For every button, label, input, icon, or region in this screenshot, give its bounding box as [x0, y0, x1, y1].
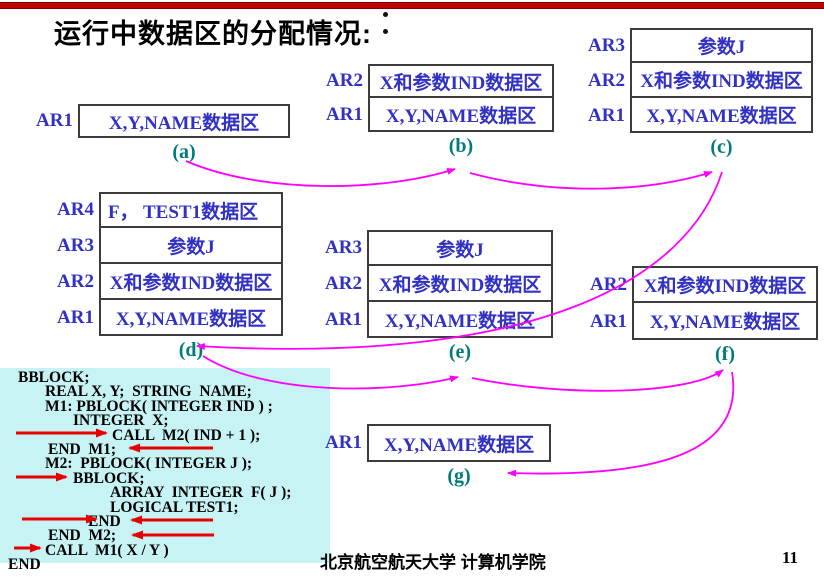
ar-label-ar1: AR1: [325, 432, 362, 453]
flow-arrow-a-to-b: [185, 160, 456, 187]
code-line-14: END: [8, 556, 41, 574]
code-line-8: BBLOCK;: [73, 469, 145, 487]
diagram-label-g: (g): [447, 465, 471, 487]
code-line-4: INTEGER X;: [73, 412, 169, 430]
ar-label-ar4: AR4: [57, 199, 94, 220]
data-area-cell: 参数J: [367, 230, 553, 266]
data-area-cell: X和参数IND数据区: [99, 262, 283, 300]
page-title: 运行中数据区的分配情况:: [54, 19, 372, 49]
ar-label-ar1: AR1: [590, 310, 627, 332]
page-number: 11: [782, 548, 799, 567]
data-area-cell: X和参数IND数据区: [367, 264, 553, 302]
code-line-10: LOGICAL TEST1;: [110, 498, 239, 516]
ar-label-ar1: AR1: [588, 104, 625, 126]
data-area-cell: X,Y,NAME数据区: [367, 300, 553, 338]
bullet-dot: [383, 29, 388, 34]
diagram-label-a: (a): [172, 141, 196, 163]
ar-label-ar2: AR2: [590, 273, 627, 295]
ar-label-ar2: AR2: [588, 69, 625, 91]
ar-label-ar1: AR1: [326, 104, 363, 125]
data-area-cell: X,Y,NAME数据区: [99, 298, 283, 336]
data-area-cell: X和参数IND数据区: [630, 61, 813, 98]
data-area-cell: 参数J: [630, 28, 813, 63]
ar-label-ar2: AR2: [326, 70, 363, 91]
code-line-7: M2: PBLOCK( INTEGER J );: [45, 455, 253, 473]
diagram-label-c: (c): [710, 136, 733, 158]
ar-label-ar3: AR3: [57, 235, 94, 256]
diagram-label-d: (d): [178, 339, 204, 361]
data-area-cell: 参数J: [99, 226, 283, 264]
data-area-cell: X,Y,NAME数据区: [78, 104, 290, 138]
data-area-cell: X和参数IND数据区: [632, 266, 818, 303]
diagram-label-e: (e): [448, 341, 472, 363]
bullet-dot: [383, 12, 388, 17]
data-area-cell: F， TEST1数据区: [99, 192, 283, 228]
data-area-cell: X和参数IND数据区: [368, 64, 554, 98]
code-line-9: ARRAY INTEGER F( J );: [110, 484, 292, 502]
ar-label-ar1: AR1: [57, 307, 94, 328]
code-line-5: CALL M2( IND + 1 );: [112, 426, 261, 444]
diagram-label-f: (f): [715, 343, 735, 365]
code-line-13: CALL M1( X / Y ): [45, 541, 169, 559]
ar-label-ar3: AR3: [325, 237, 362, 258]
data-area-cell: X,Y,NAME数据区: [630, 96, 813, 133]
top-rule-divider: [0, 2, 824, 9]
data-area-cell: X,Y,NAME数据区: [632, 301, 818, 340]
ar-label-ar2: AR2: [57, 271, 94, 292]
code-line-1: BBLOCK;: [18, 369, 90, 386]
data-area-cell: X,Y,NAME数据区: [367, 424, 551, 462]
ar-label-ar3: AR3: [588, 34, 625, 56]
ar-label-ar2: AR2: [325, 273, 362, 294]
code-line-12: END M2;: [48, 527, 117, 545]
flow-arrow-e-to-f: [471, 369, 724, 392]
code-line-3: M1: PBLOCK( INTEGER IND ) ;: [45, 397, 273, 415]
footer-organization: 北京航空航天大学 计算机学院: [320, 553, 546, 572]
diagram-label-b: (b): [448, 135, 474, 157]
ar-label-ar1: AR1: [36, 110, 73, 131]
data-area-cell: X,Y,NAME数据区: [368, 96, 554, 132]
ar-label-ar1: AR1: [325, 309, 362, 330]
flow-arrow-b-to-c: [469, 171, 713, 190]
source-code-panel: BBLOCK;REAL X, Y; STRING NAME;M1: PBLOCK…: [0, 368, 330, 573]
code-line-6: END M1;: [48, 441, 117, 459]
